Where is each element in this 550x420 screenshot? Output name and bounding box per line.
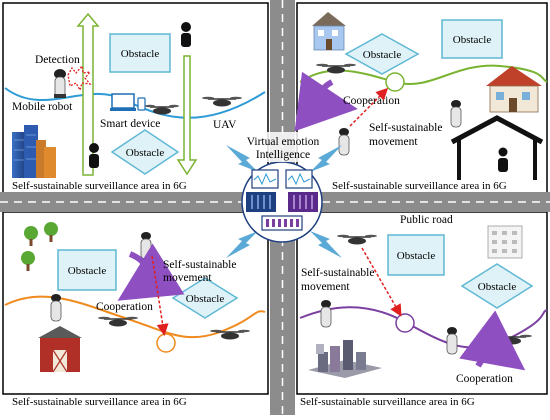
movement-label: movement xyxy=(301,281,350,293)
smart-device-icon xyxy=(110,93,146,111)
up-arrow xyxy=(76,12,100,176)
area-caption: Self-sustainable surveillance area in 6G xyxy=(12,180,187,192)
cooperation-label: Cooperation xyxy=(456,373,513,385)
obstacle-label: Obstacle xyxy=(478,281,517,293)
area-caption: Self-sustainable surveillance area in 6G xyxy=(12,396,187,408)
area-caption: Self-sustainable surveillance area in 6G xyxy=(300,396,475,408)
obstacle-label: Obstacle xyxy=(186,293,225,305)
movement-arrow xyxy=(361,247,402,317)
wave-purple xyxy=(299,306,548,349)
uav-label: UAV xyxy=(213,119,237,131)
shelter-icon xyxy=(450,115,544,180)
drone-icon xyxy=(98,316,138,327)
obstacle-label: Obstacle xyxy=(397,250,436,262)
obstacle-box: Obstacle xyxy=(387,234,445,276)
skyscraper-icon xyxy=(12,125,56,178)
mobile-robot-icon xyxy=(50,294,62,322)
mobile-robot-label: Mobile robot xyxy=(12,101,73,113)
movement-label: Self-sustainable xyxy=(163,259,236,271)
virtual-emotion-hub xyxy=(241,161,323,243)
mobile-robot-icon xyxy=(54,69,66,98)
obstacle-label: Obstacle xyxy=(453,34,492,46)
meeting-point-icon xyxy=(385,72,405,92)
signal-bolt-icon xyxy=(310,145,342,172)
tree-icon xyxy=(21,251,35,271)
area-caption: Self-sustainable surveillance area in 6G xyxy=(332,180,507,192)
movement-label: Self-sustainable xyxy=(369,122,442,134)
mobile-robot-icon xyxy=(446,327,458,355)
movement-arrow xyxy=(349,87,389,127)
drone-icon xyxy=(202,96,242,107)
obstacle-label: Obstacle xyxy=(363,49,402,61)
signal-bolt-icon xyxy=(310,231,342,258)
office-building-icon xyxy=(487,225,523,259)
signal-bolt-icon xyxy=(226,145,258,172)
tree-icon xyxy=(44,222,58,242)
house-icon xyxy=(312,12,346,51)
obstacle-diamond: Obstacle xyxy=(344,33,420,75)
movement-label: movement xyxy=(369,136,418,148)
cooperation-arrow xyxy=(117,243,185,301)
meeting-point-icon xyxy=(395,313,415,333)
obstacle-diamond: Obstacle xyxy=(110,129,180,175)
obstacle-diamond: Obstacle xyxy=(171,277,239,319)
drone-icon xyxy=(145,104,179,115)
public-road-label: Public road xyxy=(400,214,453,226)
movement-label: Self-sustainable xyxy=(301,267,374,279)
mobile-robot-icon xyxy=(140,232,152,260)
mobile-robot-icon xyxy=(320,300,332,328)
obstacle-box: Obstacle xyxy=(57,249,117,291)
down-arrow xyxy=(176,55,198,176)
person-icon xyxy=(181,22,191,47)
obstacle-box: Obstacle xyxy=(441,19,503,59)
obstacle-diamond: Obstacle xyxy=(460,263,534,309)
smart-device-label: Smart device xyxy=(100,118,160,130)
city-cluster-icon xyxy=(308,340,382,378)
mobile-robot-icon xyxy=(450,100,462,128)
center-label-line2: Intelligence xyxy=(256,149,310,161)
obstacle-label: Obstacle xyxy=(68,265,107,277)
movement-label: movement xyxy=(163,272,212,284)
cooperation-label: Cooperation xyxy=(96,301,153,313)
obstacle-label: Obstacle xyxy=(126,147,165,159)
barn-icon xyxy=(38,326,82,373)
cooperation-label: Cooperation xyxy=(343,95,400,107)
movement-arrow xyxy=(151,255,169,336)
tree-icon xyxy=(24,226,38,246)
drone-icon xyxy=(337,234,377,245)
person-icon xyxy=(89,143,99,168)
mobile-robot-icon xyxy=(338,128,350,156)
obstacle-label: Obstacle xyxy=(121,48,160,60)
detection-label: Detection xyxy=(35,54,80,66)
cooperation-arrow xyxy=(459,310,526,371)
center-label-line1: Virtual emotion xyxy=(247,136,320,148)
cooperation-arrow xyxy=(294,71,358,132)
obstacle-box: Obstacle xyxy=(109,33,171,73)
detection-burst-icon xyxy=(67,64,92,92)
meeting-point-icon xyxy=(156,333,176,353)
drone-icon xyxy=(210,329,250,340)
house-icon xyxy=(486,66,542,113)
signal-bolt-icon xyxy=(226,231,258,258)
